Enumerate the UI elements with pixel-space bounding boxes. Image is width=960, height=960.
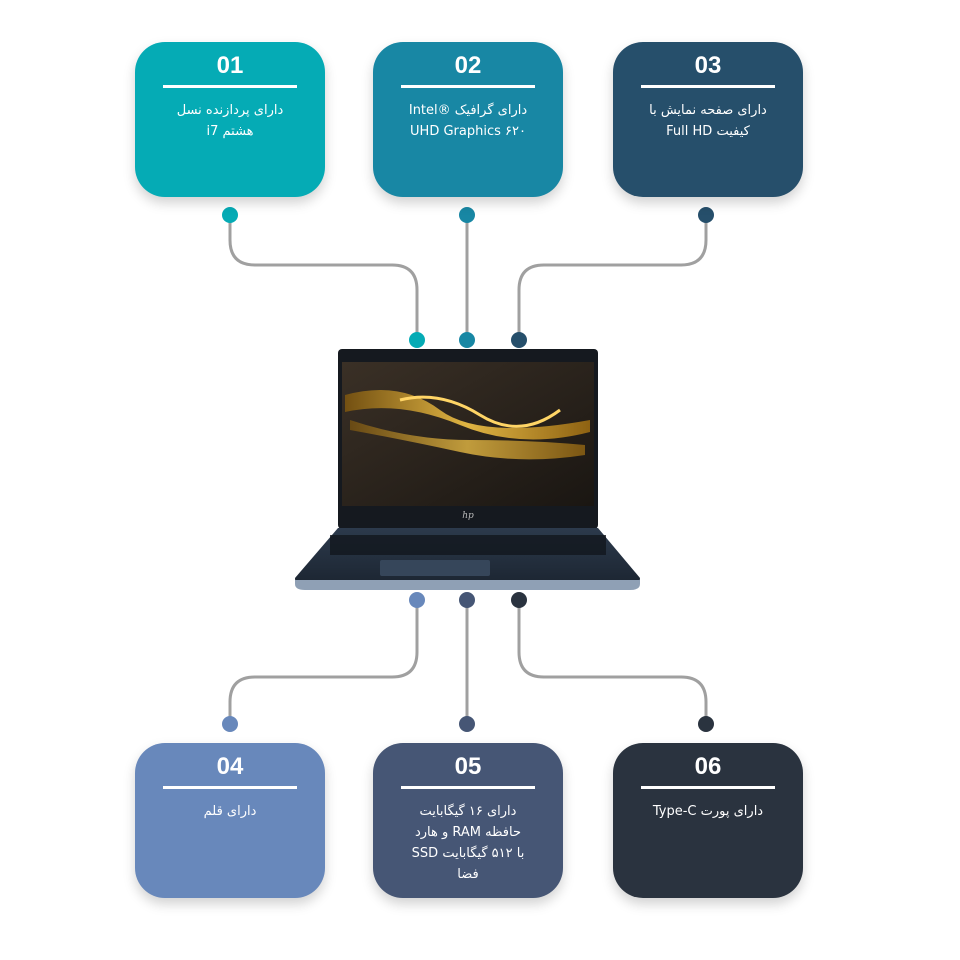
card-number: 02	[454, 52, 482, 79]
svg-text:hp: hp	[462, 511, 474, 521]
dot-01-top	[222, 207, 238, 223]
dot-06-laptop	[511, 592, 527, 608]
dot-01-laptop	[409, 332, 425, 348]
dot-04-laptop	[409, 592, 425, 608]
card-number: 01	[216, 52, 244, 79]
card-text-line: دارای ۱۶ گیگابایت	[419, 804, 517, 819]
card-text-line: دارای پردازنده نسل	[176, 103, 284, 118]
divider	[163, 85, 297, 88]
card-text-line: حافظه RAM و هارد	[414, 825, 522, 840]
divider	[163, 786, 297, 789]
connector-01	[228, 215, 419, 340]
connector-04	[228, 600, 419, 724]
card-text-line: هشتم i7	[206, 124, 254, 139]
card-text-line: دارای پورت Type-C	[652, 804, 764, 819]
divider	[401, 85, 535, 88]
card-text-line: دارای گرافیک ®Intel	[408, 103, 528, 118]
card-text-line: دارای صفحه نمایش با	[649, 103, 767, 118]
dot-05-bottom	[459, 716, 475, 732]
feature-card-03: 03 دارای صفحه نمایش با کیفیت Full HD	[613, 42, 803, 197]
dot-02-top	[459, 207, 475, 223]
card-number: 05	[454, 753, 482, 780]
dot-02-laptop	[459, 332, 475, 348]
divider	[641, 786, 775, 789]
dot-04-bottom	[222, 716, 238, 732]
card-number: 04	[216, 753, 244, 780]
feature-card-04: 04 دارای قلم	[135, 743, 325, 898]
dot-03-top	[698, 207, 714, 223]
divider	[641, 85, 775, 88]
feature-card-01: 01 دارای پردازنده نسل هشتم i7	[135, 42, 325, 197]
connector-06	[517, 600, 708, 724]
feature-card-06: 06 دارای پورت Type-C	[613, 743, 803, 898]
dot-03-laptop	[511, 332, 527, 348]
card-text-line: SSD با ۵۱۲ گیگابایت	[411, 846, 525, 861]
dot-06-bottom	[698, 716, 714, 732]
connector-03	[517, 215, 708, 340]
dot-05-laptop	[459, 592, 475, 608]
laptop-image: hp	[295, 349, 640, 590]
feature-card-05: 05 دارای ۱۶ گیگابایت حافظه RAM و هارد SSD …	[373, 743, 563, 898]
card-text-line: فضا	[457, 867, 479, 882]
card-text-line: دارای قلم	[203, 804, 257, 819]
card-text-line: کیفیت Full HD	[666, 124, 750, 139]
card-number: 06	[694, 753, 722, 780]
card-text-line: UHD Graphics ۶۲۰	[410, 124, 526, 139]
divider	[401, 786, 535, 789]
card-number: 03	[694, 52, 722, 79]
